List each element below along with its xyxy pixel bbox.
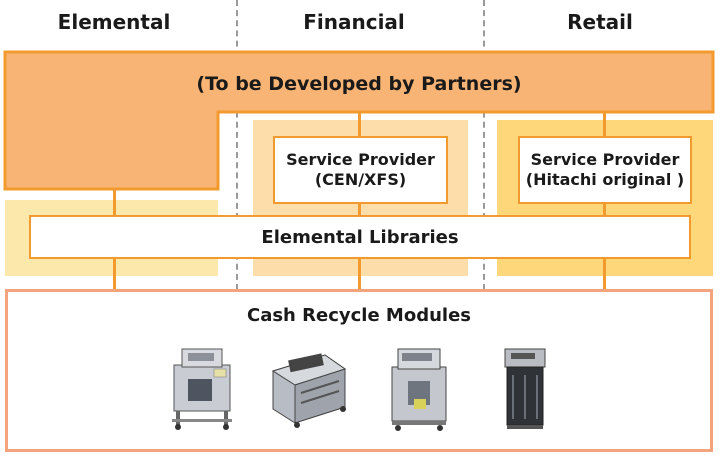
cash-module-1-icon <box>172 348 232 430</box>
column-divider-2 <box>483 0 485 290</box>
service-provider-hitachi: Service Provider (Hitachi original ) <box>518 136 692 204</box>
service-provider-cen-xfs: Service Provider (CEN/XFS) <box>273 136 448 204</box>
cash-module-3-icon <box>391 348 447 431</box>
connector-retail-top <box>603 112 606 136</box>
cash-module-4-icon <box>504 348 546 429</box>
connector-retail-bottom <box>603 259 606 289</box>
cash-recycle-modules-box <box>5 289 713 452</box>
service-provider-hitachi-line1: Service Provider <box>530 150 680 169</box>
column-header-financial: Financial <box>303 10 405 34</box>
service-provider-cen-xfs-line1: Service Provider <box>286 150 435 169</box>
column-header-elemental: Elemental <box>57 10 171 34</box>
connector-financial-mid <box>358 204 361 216</box>
cash-recycle-modules-label: Cash Recycle Modules <box>246 304 471 326</box>
elemental-libraries-box <box>29 215 691 259</box>
elemental-libraries-label: Elemental Libraries <box>261 226 459 248</box>
column-divider-1 <box>236 0 238 290</box>
connector-retail-mid <box>603 204 606 216</box>
connector-financial-bottom <box>358 259 361 289</box>
partners-region <box>3 50 715 191</box>
cash-module-2-icon <box>271 353 347 428</box>
partners-label: (To be Developed by Partners) <box>196 73 522 95</box>
connector-elemental-mid <box>113 189 116 215</box>
column-header-retail: Retail <box>567 10 633 34</box>
service-provider-cen-xfs-line2: (CEN/XFS) <box>314 170 407 189</box>
connector-financial-top <box>358 112 361 136</box>
service-provider-hitachi-line2: (Hitachi original ) <box>525 170 685 189</box>
connector-elemental-bottom <box>113 259 116 289</box>
